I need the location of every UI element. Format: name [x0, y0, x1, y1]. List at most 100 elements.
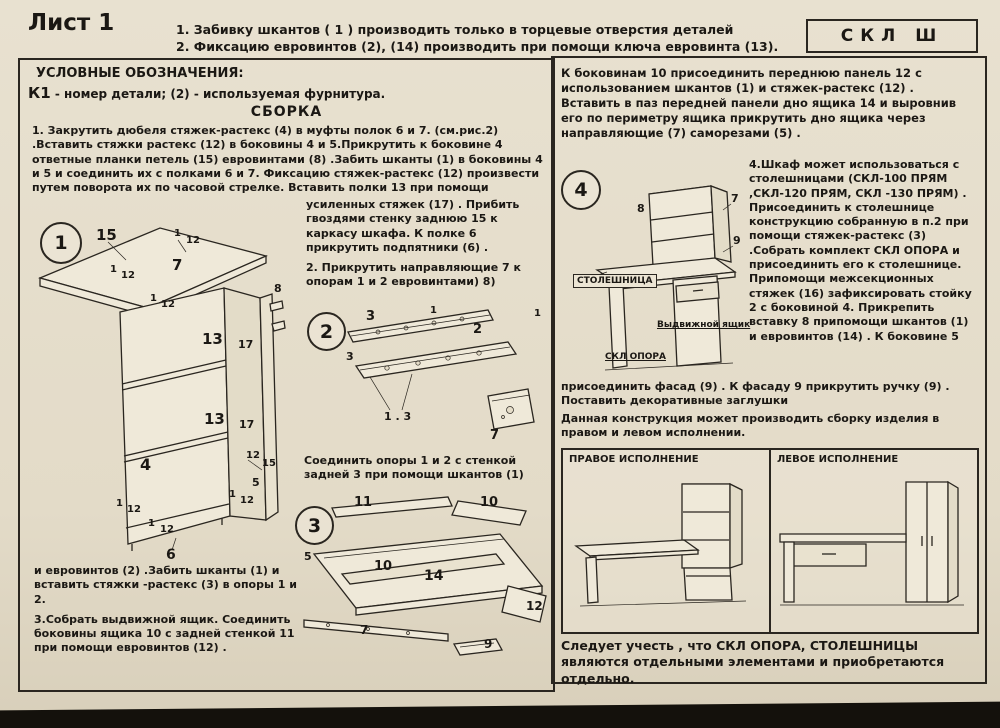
execution-right-label: ПРАВОЕ ИСПОЛНЕНИЕ: [569, 454, 699, 465]
figure-3-drawer-drawing: 11 10 5 10 14 12 7 9: [303, 495, 547, 656]
part-number-label: 12: [240, 495, 254, 506]
execution-right-panel: ПРАВОЕ ИСПОЛНЕНИЕ: [563, 450, 771, 632]
cabinet-leader-lines: [107, 239, 263, 551]
assembly-title: СБОРКА: [250, 104, 323, 120]
part-number-label: 12: [121, 270, 135, 281]
part-number-label: 15: [262, 458, 276, 469]
cabinet-shelf-lines: [121, 359, 230, 551]
part-number-label: 1: [150, 293, 157, 304]
part-number-label: 1: [110, 264, 117, 275]
part-number-label: 7: [360, 623, 368, 637]
part-number-label: 13: [202, 330, 223, 348]
part-number-label: 12: [161, 299, 175, 310]
figure-2-slides-drawing: 3 1 2 3 1 . 3 7 1: [346, 305, 541, 443]
assembly-step-2c: и евровинтов (2) .Забить шканты (1) и вс…: [34, 564, 297, 606]
figure-1-part-numbers: 15 1 12 7 1 12 1 12 13 17 13 17 4 12 15 …: [96, 226, 282, 563]
right-paragraph-4: Данная конструкция может производить сбо…: [561, 412, 940, 440]
drawer-shapes: [303, 496, 547, 656]
part-number-label: 17: [238, 338, 253, 351]
part-number-label: 1: [116, 498, 123, 509]
part-number-label: 13: [204, 410, 225, 428]
legend-line: К1 - номер детали; (2) - используемая фу…: [28, 84, 385, 102]
desk-shelf-lines: [650, 211, 715, 292]
part-number-label: 1: [430, 305, 437, 316]
part-number-label: 7: [172, 256, 182, 274]
exec-right-lines: [683, 511, 730, 577]
exec-right-shapes: [574, 482, 743, 604]
callout-tabletop: СТОЛЕШНИЦА: [573, 274, 657, 288]
callout-support: СКЛ ОПОРА: [605, 352, 666, 362]
assembly-step-1b: усиленных стяжек (17) . Прибить гвоздями…: [306, 198, 520, 254]
part-number-label: 12: [246, 450, 260, 461]
figure-2-number: 2: [307, 312, 346, 351]
figure-4-number: 4: [561, 170, 601, 210]
header-note-2: 2. Фиксацию евровинтов (2), (14) произво…: [176, 39, 779, 54]
bottom-text-column: и евровинтов (2) .Забить шканты (1) и вс…: [34, 564, 298, 656]
figure-3-number: 3: [295, 506, 334, 545]
part-number-label: 11: [354, 495, 372, 510]
part-number-label: 5: [304, 550, 312, 563]
part-number-label: 8: [637, 202, 645, 215]
footnote: Следует учесть , что СКЛ ОПОРА, СТОЛЕШНИ…: [561, 638, 945, 686]
assembly-step-3: 3.Собрать выдвижной ящик. Соединить боко…: [34, 612, 295, 655]
scan-edge-shadow: [0, 701, 1000, 728]
exec-left-shapes: [779, 480, 959, 604]
part-number-label: 3: [366, 309, 375, 324]
part-number-label: 1: [534, 308, 541, 319]
drawer-holes: [326, 623, 410, 635]
part-number-label: 3: [346, 350, 354, 363]
part-number-label: 1: [174, 228, 181, 239]
legend-k1: К1: [28, 84, 51, 102]
figure-4-desk-drawing: 7 9 8: [594, 185, 741, 371]
part-number-label: 15: [96, 226, 117, 244]
figure-2-part-numbers: 3 1 2 3 1 . 3 7 1: [346, 305, 541, 443]
product-code-box: СКЛ Ш: [806, 19, 978, 53]
slide-shapes: [347, 309, 535, 430]
assembly-step-2a: 2. Прикрутить направляющие 7 к опорам 1 …: [306, 261, 522, 289]
part-number-label: 4: [140, 455, 151, 474]
execution-variants-box: ПРАВОЕ ИСПОЛНЕНИЕ: [561, 448, 979, 634]
part-number-label: 1: [148, 518, 155, 529]
cabinet-shapes: [38, 227, 286, 545]
part-number-label: 14: [424, 568, 444, 584]
drawer-detail-lines: [323, 538, 505, 648]
part-number-label: 10: [480, 495, 498, 510]
part-number-label: 12: [526, 599, 543, 613]
assembly-step-1a: 1. Закрутить дюбеля стяжек-растекс (4) в…: [32, 124, 543, 195]
part-number-label: 1: [229, 489, 236, 500]
legend-title: УСЛОВНЫЕ ОБОЗНАЧЕНИЯ:: [36, 66, 244, 81]
sheet-title: Лист 1: [28, 10, 115, 36]
execution-left-panel: ЛЕВОЕ ИСПОЛНЕНИЕ: [771, 450, 977, 632]
right-paragraph-1: К боковинам 10 присоединить переднюю пан…: [561, 66, 957, 140]
part-number-label: 1 . 3: [384, 410, 411, 423]
part-number-label: 5: [252, 476, 260, 489]
exec-left-lines: [822, 482, 933, 602]
execution-left-drawing: [779, 480, 964, 606]
header-note-1: 1. Забивку шкантов ( 1 ) производить тол…: [176, 22, 734, 37]
part-number-label: 10: [374, 559, 392, 574]
execution-right-drawing: [574, 482, 747, 607]
step-text-column: усиленных стяжек (17) . Прибить гвоздями…: [306, 198, 552, 290]
part-number-label: 17: [239, 418, 254, 431]
part-number-label: 12: [186, 235, 200, 246]
part-number-label: 12: [160, 524, 174, 535]
right-paragraph-2: 4.Шкаф может использоваться с столешница…: [749, 158, 972, 343]
part-number-label: 2: [473, 322, 482, 337]
part-number-label: 8: [274, 282, 282, 295]
part-number-label: 7: [490, 428, 499, 443]
figure-4-part-numbers: 7 9 8: [637, 192, 741, 247]
left-panel: УСЛОВНЫЕ ОБОЗНАЧЕНИЯ: К1 - номер детали;…: [18, 58, 555, 692]
part-number-label: 9: [484, 637, 492, 651]
part-number-label: 6: [166, 547, 176, 563]
part-number-label: 9: [733, 234, 741, 247]
right-panel: К боковинам 10 присоединить переднюю пан…: [551, 56, 987, 686]
execution-left-label: ЛЕВОЕ ИСПОЛНЕНИЕ: [777, 454, 899, 465]
right-paragraph-3: присоединить фасад (9) . К фасаду 9 прик…: [561, 380, 950, 408]
figure-1-number: 1: [40, 222, 82, 264]
figure-3-part-numbers: 11 10 5 10 14 12 7 9: [304, 495, 543, 651]
part-number-label: 7: [731, 192, 739, 205]
part-number-label: 12: [127, 504, 141, 515]
figure-1-cabinet-drawing: 15 1 12 7 1 12 1 12 13 17 13 17 4 12 15 …: [38, 226, 286, 563]
